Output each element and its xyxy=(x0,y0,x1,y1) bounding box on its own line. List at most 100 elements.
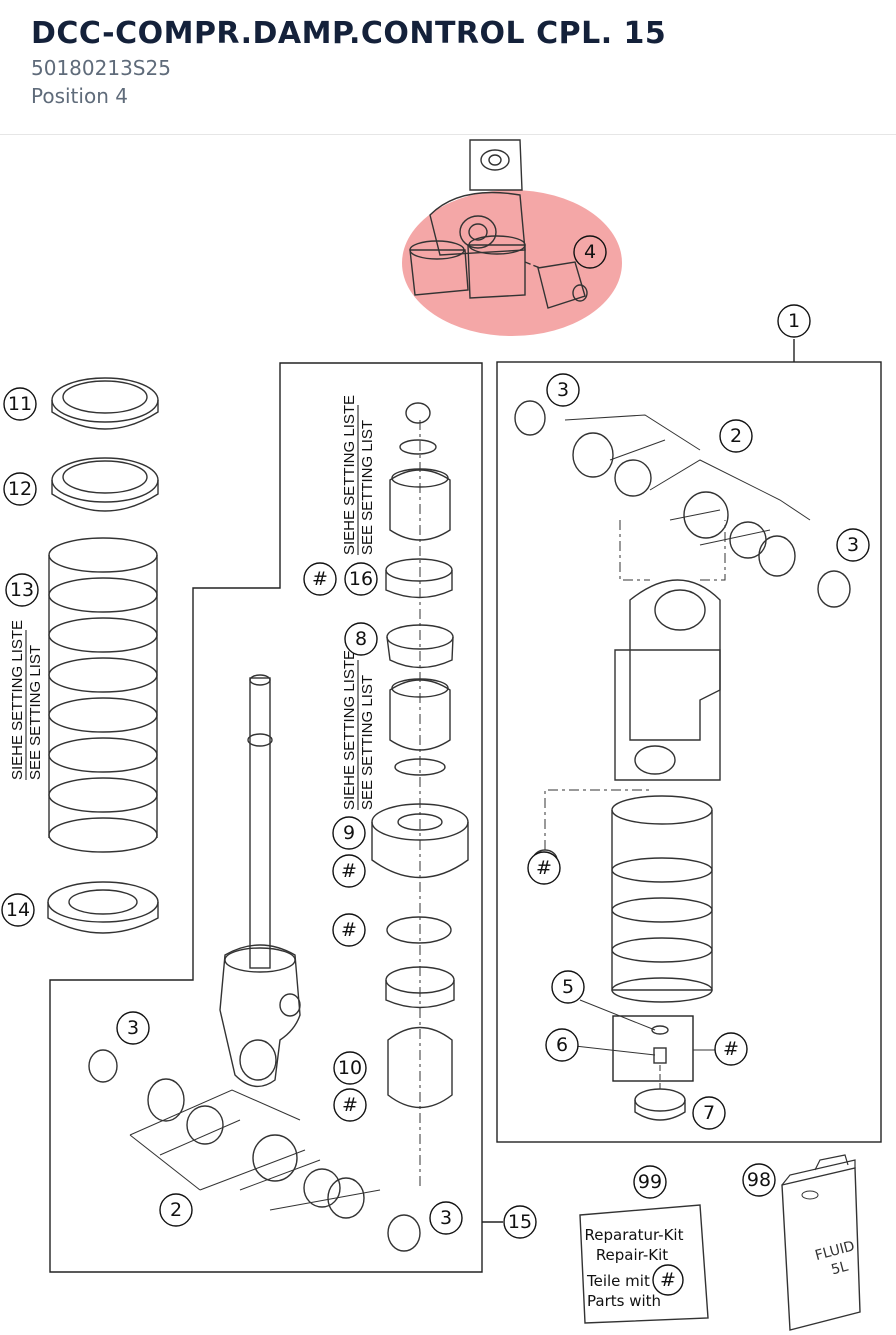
callout-3[interactable]: 3 xyxy=(836,528,870,562)
setting-list-de: SIEHE SETTING LISTE xyxy=(9,620,26,780)
part-number: 50180213S25 xyxy=(31,56,171,80)
piston-rod-parts xyxy=(88,402,469,1252)
svg-text:#: # xyxy=(312,568,328,590)
svg-text:10: 10 xyxy=(338,1057,362,1079)
callout-1[interactable]: 1 xyxy=(777,304,811,338)
piston-stack xyxy=(371,402,469,1190)
svg-text:12: 12 xyxy=(8,478,32,500)
lock-nut-12 xyxy=(51,457,159,512)
callouts: 4 1 3 2 3 11 12 13 14 # 16 8 9 # # 10 # … xyxy=(1,235,870,1296)
svg-text:16: 16 xyxy=(349,568,373,590)
setting-list-label-mid: SIEHE SETTING LISTE SEE SETTING LIST xyxy=(341,650,376,810)
setting-list-en: SEE SETTING LIST xyxy=(359,420,376,555)
callout-5[interactable]: 5 xyxy=(551,970,585,1004)
spring-13 xyxy=(48,537,158,853)
svg-text:#: # xyxy=(660,1269,676,1291)
svg-text:5: 5 xyxy=(562,976,574,998)
svg-text:2: 2 xyxy=(170,1199,182,1221)
svg-text:3: 3 xyxy=(127,1017,139,1039)
callout-2[interactable]: 2 xyxy=(719,419,753,453)
svg-text:#: # xyxy=(723,1038,739,1060)
repair-kit-text-de: Reparatur-Kit xyxy=(585,1226,684,1244)
setting-list-en: SEE SETTING LIST xyxy=(359,675,376,810)
shock-body xyxy=(611,579,721,1003)
svg-text:1: 1 xyxy=(788,310,800,332)
frame-parts-5-6 xyxy=(612,1015,694,1082)
highlighted-part-4[interactable] xyxy=(402,139,622,336)
svg-text:4: 4 xyxy=(584,241,596,263)
fluid-can-volume: 5L xyxy=(829,1259,849,1279)
svg-text:14: 14 xyxy=(6,899,30,921)
callout-hash[interactable]: # xyxy=(652,1264,684,1296)
svg-text:6: 6 xyxy=(556,1034,568,1056)
svg-text:#: # xyxy=(536,857,552,879)
piston-rod xyxy=(219,674,301,1088)
callout-3[interactable]: 3 xyxy=(116,1011,150,1045)
position-label: Position 4 xyxy=(31,84,128,108)
svg-text:15: 15 xyxy=(508,1211,532,1233)
svg-text:99: 99 xyxy=(638,1171,662,1193)
callout-12[interactable]: 12 xyxy=(3,472,37,506)
svg-text:#: # xyxy=(342,1094,358,1116)
setting-list-de: SIEHE SETTING LISTE xyxy=(341,395,358,555)
svg-text:7: 7 xyxy=(703,1102,715,1124)
svg-text:3: 3 xyxy=(440,1207,452,1229)
svg-text:11: 11 xyxy=(8,393,32,415)
callout-hash[interactable]: # xyxy=(527,851,561,885)
svg-text:13: 13 xyxy=(10,579,34,601)
svg-text:98: 98 xyxy=(747,1169,771,1191)
callout-hash[interactable]: # xyxy=(332,854,366,888)
page-title: DCC-COMPR.DAMP.CONTROL CPL. 15 xyxy=(31,16,667,51)
svg-text:9: 9 xyxy=(343,822,355,844)
callout-hash[interactable]: # xyxy=(303,562,337,596)
shock-body-parts xyxy=(514,400,851,1121)
lock-nut-11 xyxy=(51,377,159,430)
callout-16[interactable]: 16 xyxy=(344,562,378,596)
callout-9[interactable]: 9 xyxy=(332,816,366,850)
callout-hash[interactable]: # xyxy=(333,1088,367,1122)
lower-seal-7 xyxy=(634,1088,686,1121)
svg-text:3: 3 xyxy=(847,534,859,556)
spring-seat-14 xyxy=(47,881,159,934)
callout-hash[interactable]: # xyxy=(332,913,366,947)
callout-hash[interactable]: # xyxy=(714,1032,748,1066)
callout-13[interactable]: 13 xyxy=(5,573,39,607)
callout-2[interactable]: 2 xyxy=(159,1193,193,1227)
callout-4[interactable]: 4 xyxy=(573,235,607,269)
callout-15[interactable]: 15 xyxy=(503,1205,537,1239)
parts-5-6 xyxy=(651,1025,669,1090)
setting-list-label-left: SIEHE SETTING LISTE SEE SETTING LIST xyxy=(9,620,44,780)
callout-14[interactable]: 14 xyxy=(1,893,35,927)
repair-kit-parts-de: Teile mit xyxy=(586,1272,650,1290)
svg-text:#: # xyxy=(341,860,357,882)
spring-parts xyxy=(47,377,159,934)
repair-kit-parts-en: Parts with xyxy=(587,1292,661,1310)
setting-list-label-top: SIEHE SETTING LISTE SEE SETTING LIST xyxy=(341,395,376,555)
callout-3[interactable]: 3 xyxy=(429,1201,463,1235)
callout-7[interactable]: 7 xyxy=(692,1096,726,1130)
callout-8[interactable]: 8 xyxy=(344,622,378,656)
bearing-group-lower xyxy=(88,1049,421,1252)
setting-list-en: SEE SETTING LIST xyxy=(27,645,44,780)
callout-6[interactable]: 6 xyxy=(545,1028,579,1062)
callout-leaders xyxy=(574,999,717,1056)
leader-lines-lower xyxy=(129,1089,381,1211)
frame-assembly-1 xyxy=(496,361,882,1143)
fluid-can[interactable]: FLUID 5L xyxy=(781,1154,861,1331)
callout-11[interactable]: 11 xyxy=(3,387,37,421)
svg-text:#: # xyxy=(341,919,357,941)
assembly-frames xyxy=(49,339,882,1273)
page-header: DCC-COMPR.DAMP.CONTROL CPL. 15 50180213S… xyxy=(0,0,896,135)
leader-lines-upper xyxy=(564,414,811,581)
repair-kit-box[interactable]: Reparatur-Kit Repair-Kit Teile mit Parts… xyxy=(579,1204,709,1324)
callout-10[interactable]: 10 xyxy=(333,1051,367,1085)
svg-text:3: 3 xyxy=(557,379,569,401)
svg-text:2: 2 xyxy=(730,425,742,447)
setting-list-de: SIEHE SETTING LISTE xyxy=(341,650,358,810)
repair-kit-text-en: Repair-Kit xyxy=(596,1246,668,1264)
callout-99[interactable]: 99 xyxy=(633,1165,667,1199)
bearing-group-upper xyxy=(514,400,851,608)
callout-98[interactable]: 98 xyxy=(742,1163,776,1197)
callout-3[interactable]: 3 xyxy=(546,373,580,407)
